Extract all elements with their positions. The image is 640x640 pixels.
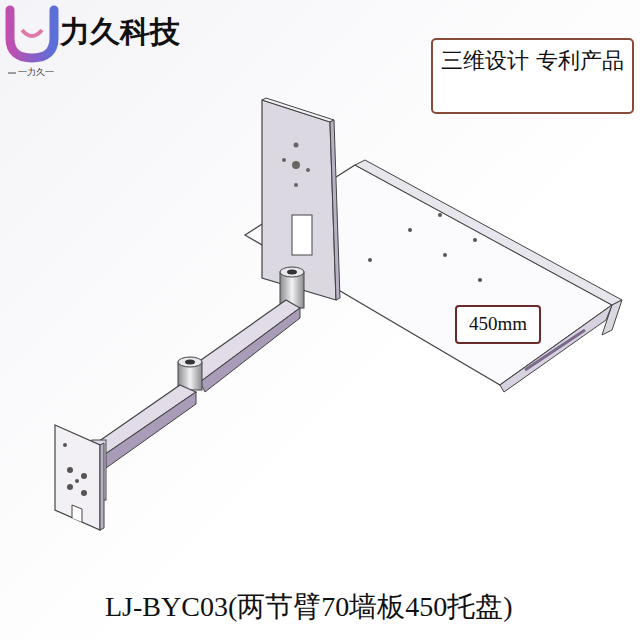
patent-badge: 三维设计 专利产品: [431, 38, 634, 114]
node-text: 450mm: [463, 313, 533, 336]
brand-subtitle: 一力久一: [18, 66, 54, 79]
dimension-box: 450mm: [455, 305, 541, 344]
brand-name: 力久科技: [60, 12, 180, 53]
node-text: 三维设计 专利产品: [441, 46, 624, 76]
model-caption: LJ-BYC03(两节臂70墙板450托盘): [105, 588, 513, 626]
